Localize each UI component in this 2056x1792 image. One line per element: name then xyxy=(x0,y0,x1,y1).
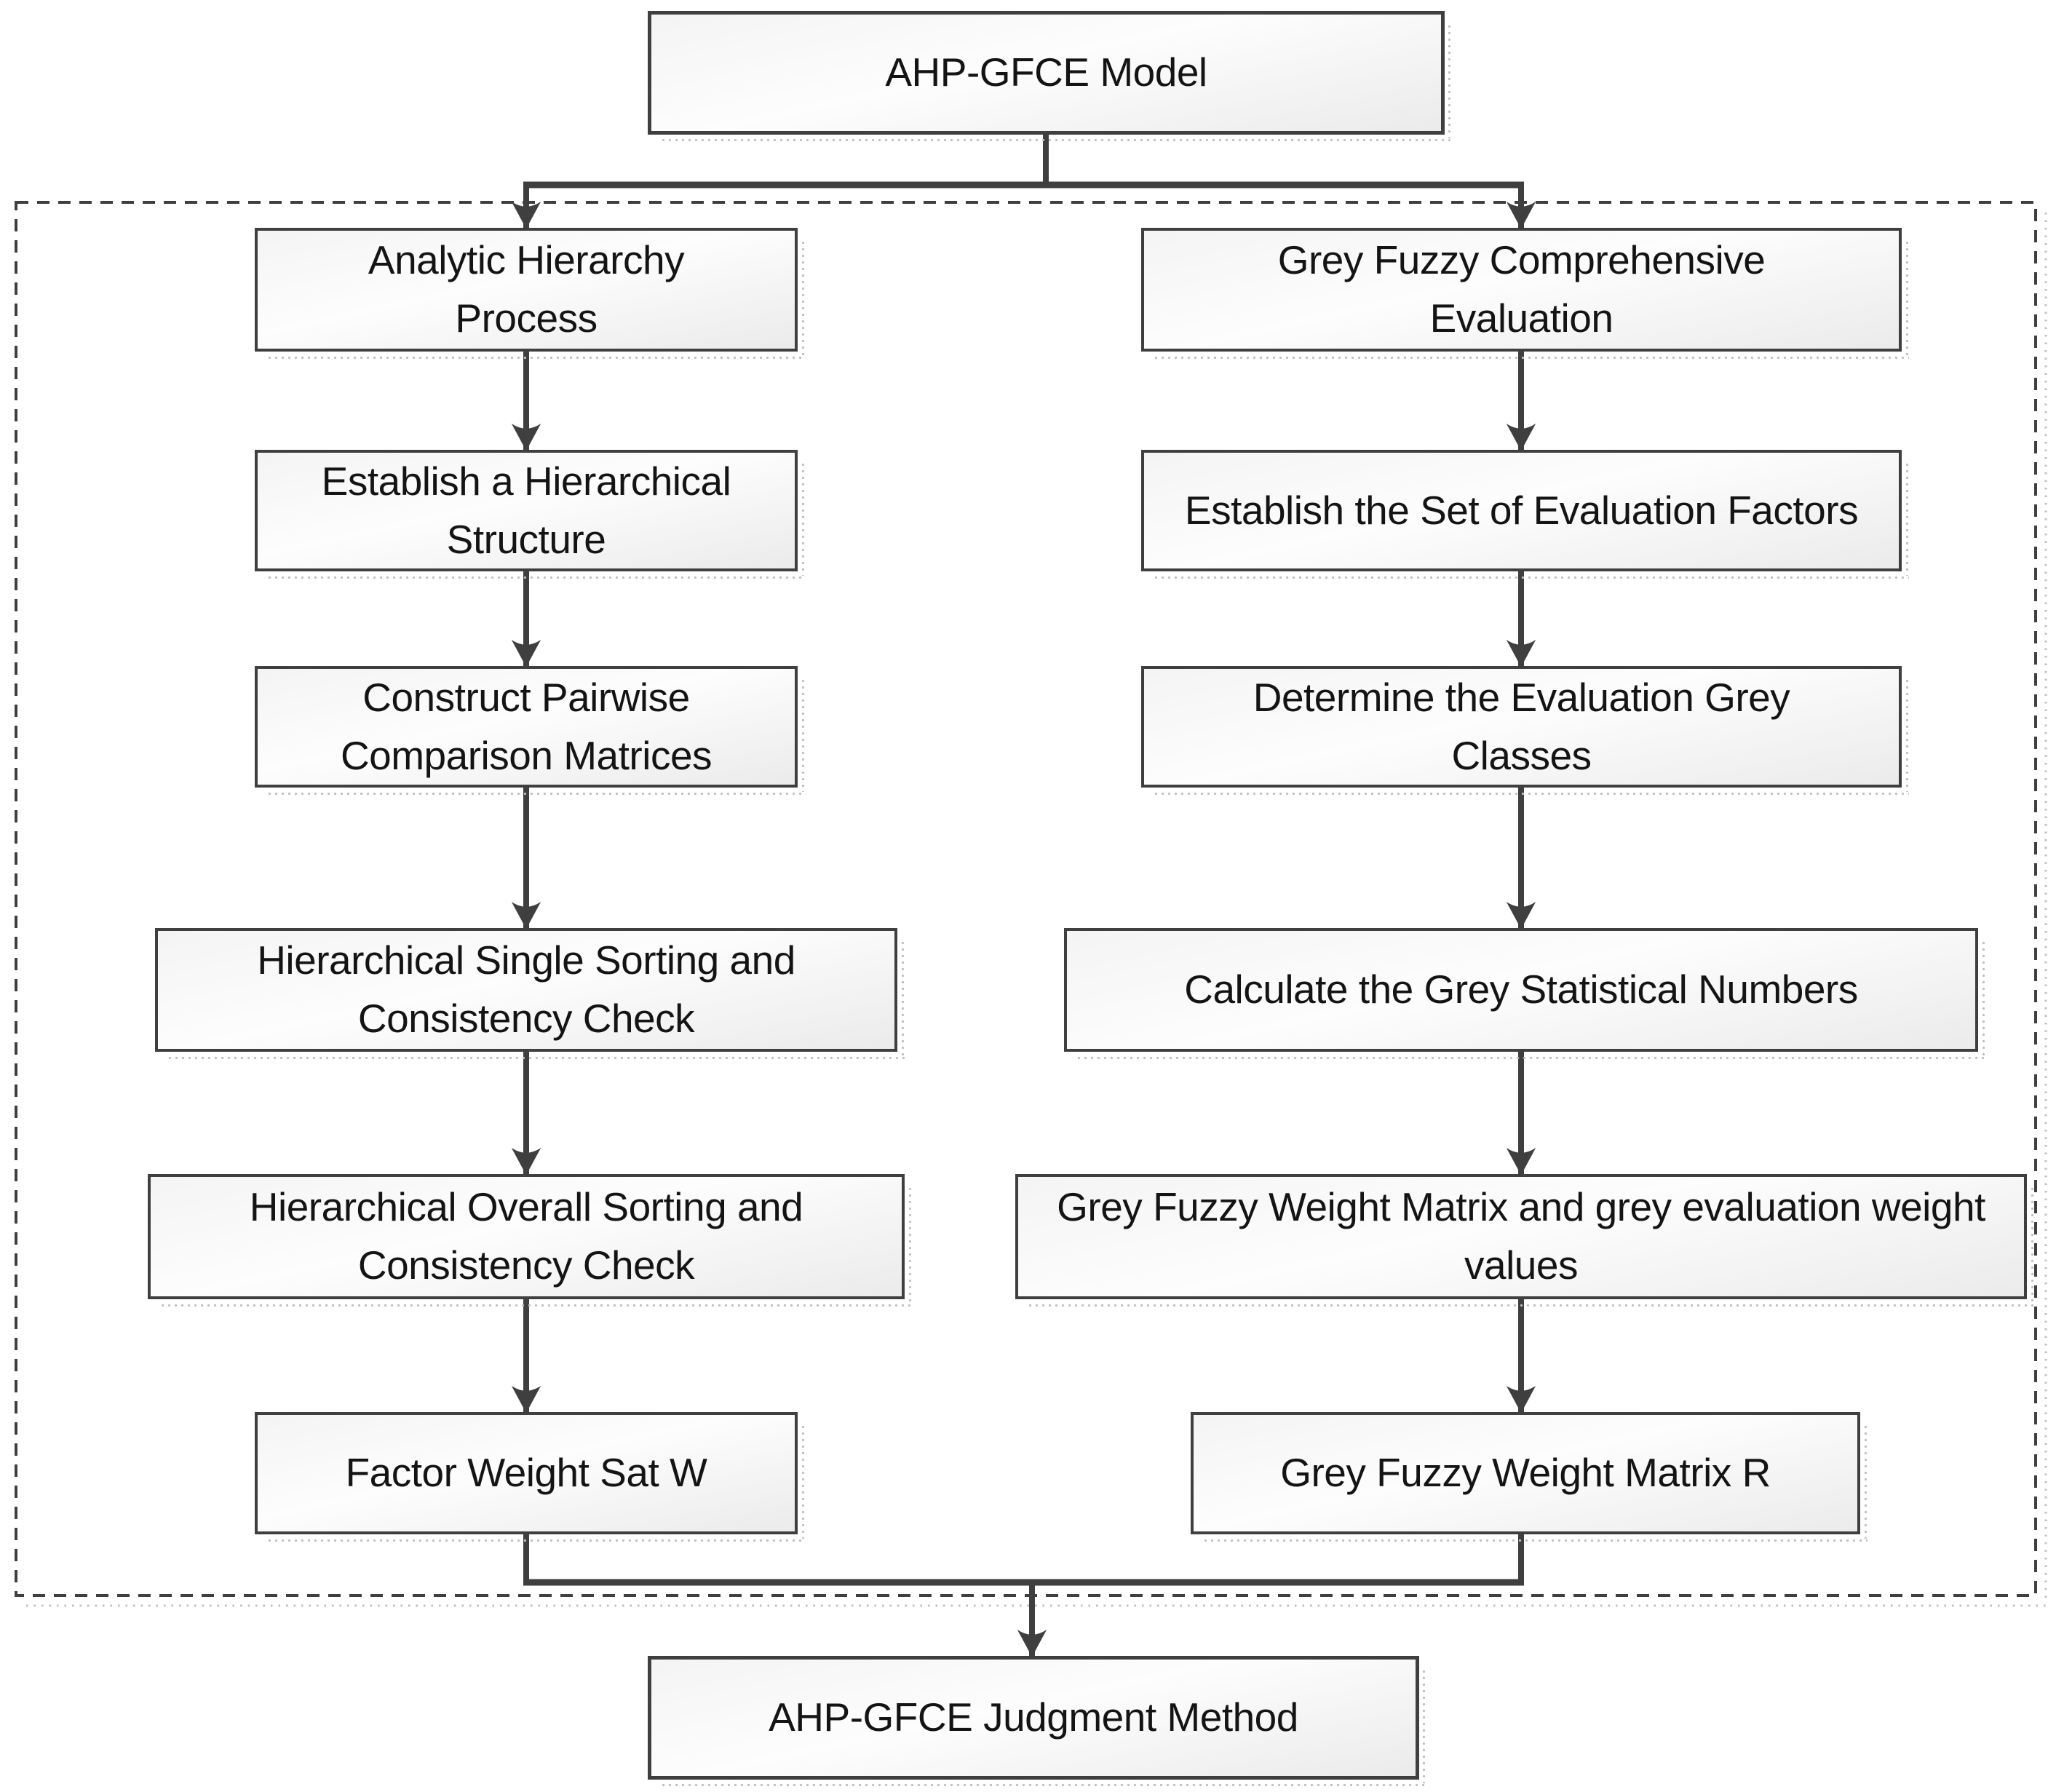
node-establish-hierarchical-structure: Establish a Hierarchical Structure xyxy=(255,450,805,579)
node-label: Establish a Hierarchical Structure xyxy=(321,458,731,562)
node-factor-weight-sat-w: Factor Weight Sat W xyxy=(255,1412,805,1542)
node-label: Determine the Evaluation Grey Classes xyxy=(1253,674,1790,778)
node-hierarchical-single-sorting: Hierarchical Single Sorting and Consiste… xyxy=(155,928,905,1060)
node-label: AHP-GFCE Judgment Method xyxy=(769,1694,1298,1740)
node-label: Factor Weight Sat W xyxy=(345,1450,707,1496)
node-construct-pairwise-comparison-matrices: Construct Pairwise Comparison Matrices xyxy=(255,666,805,796)
node-ahp-gfce-model: AHP-GFCE Model xyxy=(648,11,1451,142)
node-establish-set-of-evaluation-factors: Establish the Set of Evaluation Factors xyxy=(1141,450,1909,579)
node-grey-fuzzy-weight-matrix-values: Grey Fuzzy Weight Matrix and grey evalua… xyxy=(1015,1174,2034,1307)
node-label: Construct Pairwise Comparison Matrices xyxy=(340,674,713,778)
node-analytic-hierarchy-process: Analytic Hierarchy Process xyxy=(255,228,805,360)
node-grey-fuzzy-comprehensive-evaluation: Grey Fuzzy Comprehensive Evaluation xyxy=(1141,228,1909,360)
node-calculate-grey-statistical-numbers: Calculate the Grey Statistical Numbers xyxy=(1064,928,1985,1060)
node-label: Calculate the Grey Statistical Numbers xyxy=(1184,967,1858,1012)
node-label: Hierarchical Single Sorting and Consiste… xyxy=(257,937,795,1041)
dashed-group-border xyxy=(15,201,2037,1597)
node-label: Establish the Set of Evaluation Factors xyxy=(1184,487,1859,533)
node-label: Grey Fuzzy Weight Matrix R xyxy=(1280,1450,1771,1496)
node-label: Analytic Hierarchy Process xyxy=(368,237,685,341)
node-label: Hierarchical Overall Sorting and Consist… xyxy=(249,1184,803,1288)
node-determine-evaluation-grey-classes: Determine the Evaluation Grey Classes xyxy=(1141,666,1909,796)
node-label: Grey Fuzzy Weight Matrix and grey evalua… xyxy=(1057,1184,1985,1288)
node-ahp-gfce-judgment-method: AHP-GFCE Judgment Method xyxy=(648,1656,1426,1787)
node-label: Grey Fuzzy Comprehensive Evaluation xyxy=(1277,237,1766,341)
node-hierarchical-overall-sorting: Hierarchical Overall Sorting and Consist… xyxy=(148,1174,912,1307)
node-grey-fuzzy-weight-matrix-r: Grey Fuzzy Weight Matrix R xyxy=(1191,1412,1868,1542)
node-label: AHP-GFCE Model xyxy=(885,49,1207,95)
